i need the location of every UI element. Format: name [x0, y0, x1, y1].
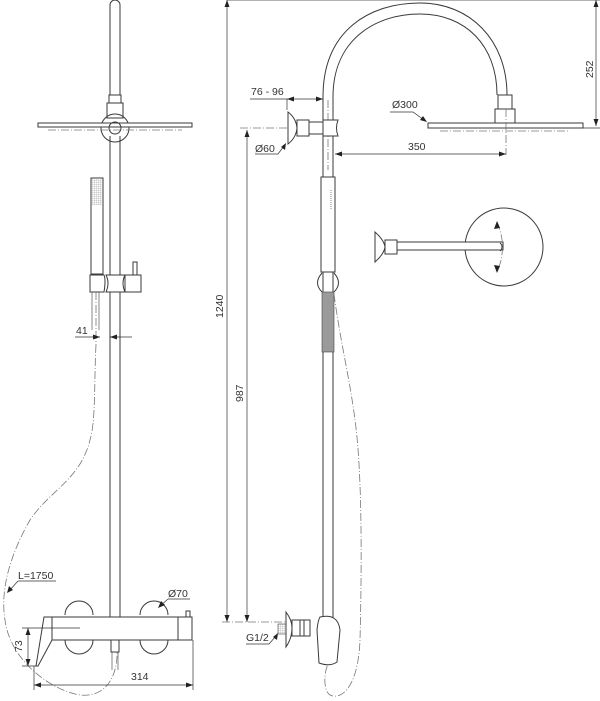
side-view: 1240 987 Ø300 350 252 — [214, 0, 600, 697]
dim-inlet-thread: G1/2 — [246, 632, 269, 644]
dim-total-height: 1240 — [214, 294, 226, 318]
dim-wall-bracket-projection: 76 - 96 — [251, 86, 284, 98]
dim-hand-shower-offset: 41 — [76, 325, 88, 337]
dim-head-diameter: Ø300 — [392, 99, 418, 111]
dim-mixer-width: 314 — [131, 671, 149, 683]
dim-arm-reach: 350 — [408, 141, 426, 153]
dim-hose-length: L=1750 — [18, 570, 53, 582]
detail-view — [374, 207, 544, 287]
dim-outlet-height: 987 — [234, 384, 246, 402]
dim-mixer-height: 73 — [13, 640, 25, 652]
front-view: 41 L=1750 Ø70 73 314 — [3, 0, 194, 696]
dim-flange-diameter: Ø60 — [255, 143, 275, 155]
dim-arm-height: 252 — [584, 60, 596, 78]
dim-handle-diameter: Ø70 — [168, 588, 188, 600]
